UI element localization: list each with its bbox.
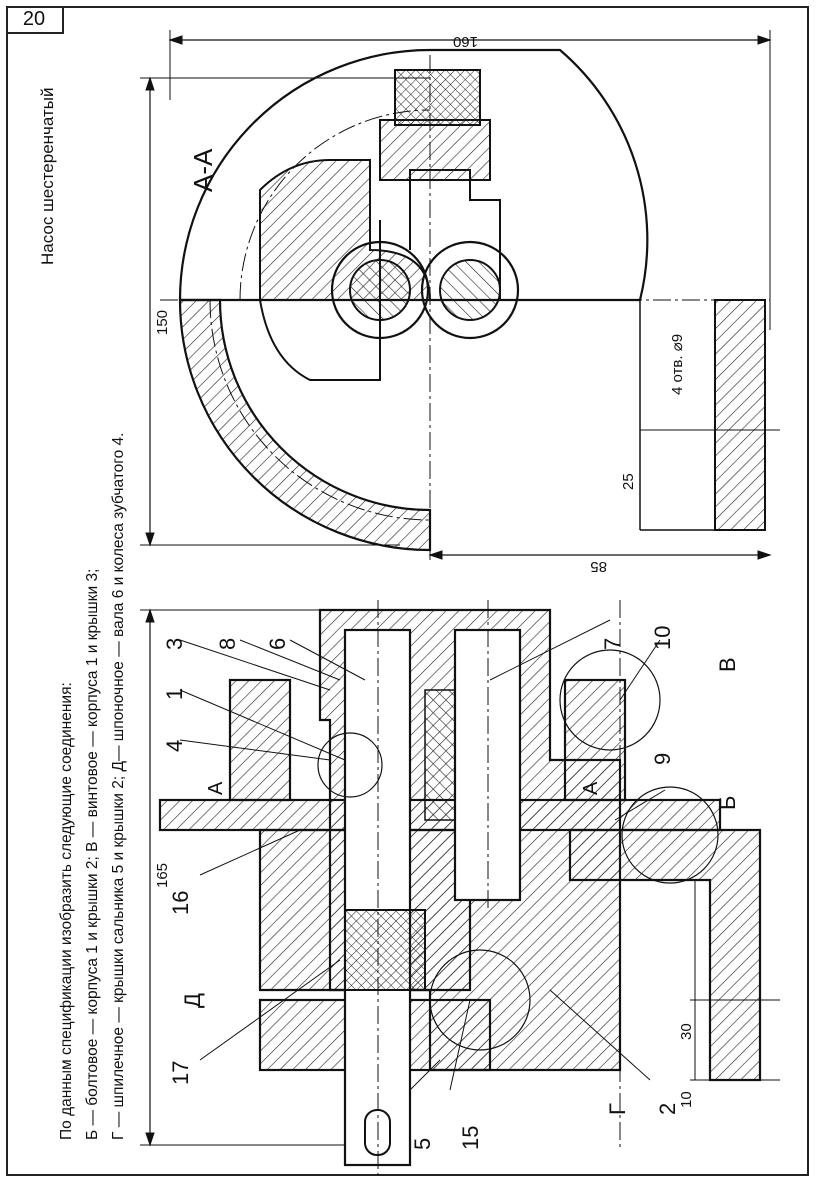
dim-30: 30 <box>678 1023 695 1040</box>
part-number: 4 <box>162 739 187 752</box>
part-number: 2 <box>655 1102 680 1115</box>
section-aa-view <box>140 30 780 560</box>
section-label: А-А <box>188 148 218 192</box>
part-number: 6 <box>265 637 290 650</box>
drawing-sheet <box>6 6 809 1176</box>
dim-165: 165 <box>154 862 171 888</box>
section-mark: А <box>580 781 602 795</box>
dim-85: 85 <box>590 558 607 575</box>
front-section-view <box>140 600 780 1175</box>
joint-label: В <box>715 657 740 672</box>
part-number: 15 <box>458 1125 483 1150</box>
part-number: 7 <box>600 637 625 650</box>
part-number: 5 <box>410 1137 435 1150</box>
dim-160: 160 <box>452 33 478 50</box>
section-mark: А <box>205 781 227 795</box>
dim-holes: 4 отв. ⌀9 <box>669 333 686 395</box>
page-number: 20 <box>6 6 64 34</box>
part-number: 17 <box>168 1060 193 1085</box>
joint-label: Б <box>715 795 740 810</box>
part-number: 8 <box>215 637 240 650</box>
joint-label: Г <box>605 1103 630 1115</box>
dim-25: 25 <box>620 473 637 490</box>
dim-150: 150 <box>154 309 171 335</box>
part-number: 9 <box>650 752 675 765</box>
part-number: 3 <box>162 637 187 650</box>
part-number: 1 <box>162 687 187 700</box>
joint-label: Д <box>180 993 205 1008</box>
part-number: 16 <box>168 890 193 915</box>
part-number: 10 <box>650 625 675 650</box>
